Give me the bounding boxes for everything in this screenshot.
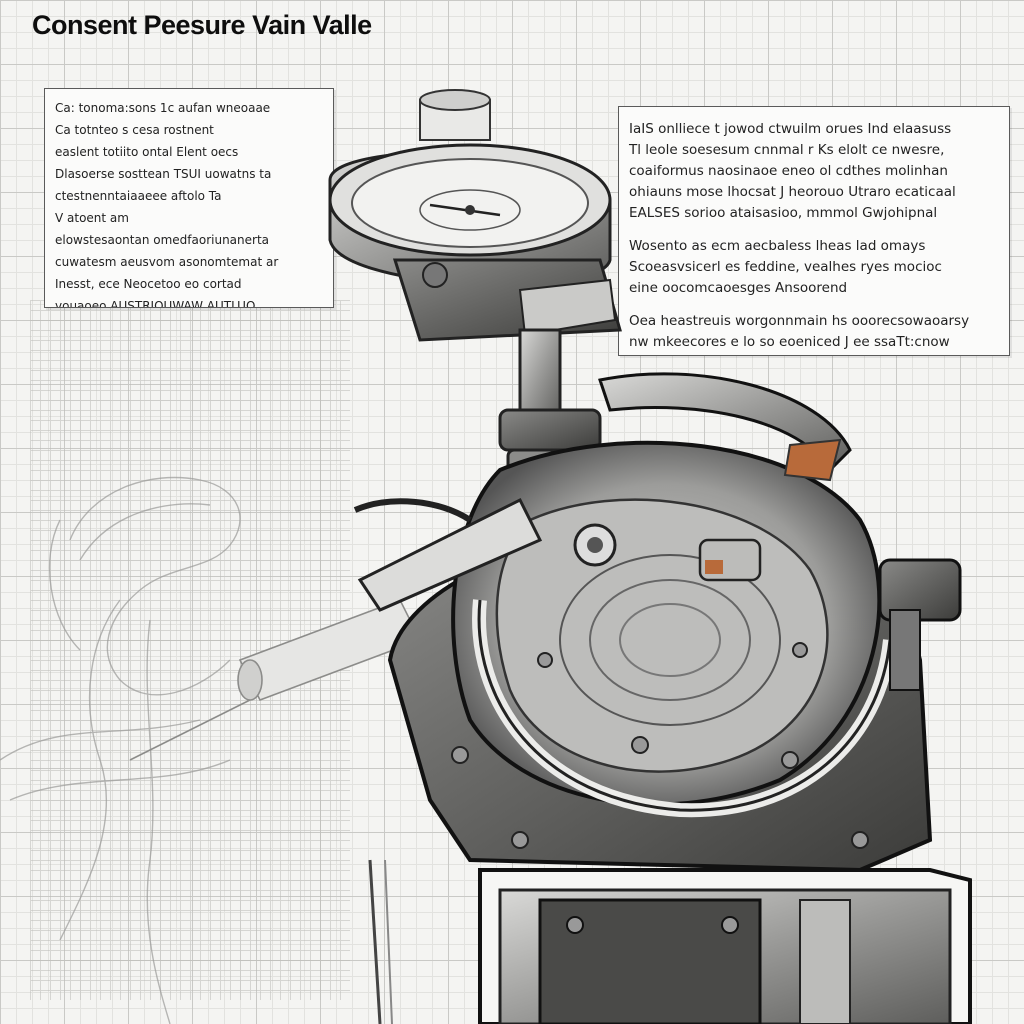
annotation-text-block: Ca: tonoma:sons 1c aufan wneoaae Ca totnt… xyxy=(45,89,333,308)
annotation-panel-right: IaIS onlliece t jowod ctwuilm orues Ind … xyxy=(618,106,1010,356)
annotation-line: V atoent am xyxy=(55,211,129,225)
annotation-line: Inesst, ece Neocetoo eo cortad xyxy=(55,277,242,291)
annotation-line: vouaoeo AUSTRIOUWAW AUTLUO xyxy=(55,299,256,308)
annotation-line: cuwatesm aeusvom asonomtemat ar xyxy=(55,255,279,269)
pressure-gauge xyxy=(328,89,622,342)
sketch-shaft xyxy=(129,598,422,761)
annotation-line: nw mkeecores e lo so eoeniced J ee ssaTt… xyxy=(629,334,950,350)
valve-body xyxy=(353,372,962,873)
annotation-line: Wosento as ecm aecbaless lheas lad omays xyxy=(629,238,926,254)
annotation-line: coaiformus naosinaoe eneo ol cdthes moli… xyxy=(629,163,948,179)
annotation-line: elowstesaontan omedfaoriunanerta xyxy=(55,233,270,247)
annotation-line: Ca totnteo s cesa rostnent xyxy=(55,123,214,137)
annotation-line: eine oocomcaoesges Ansoorend xyxy=(629,280,848,296)
annotation-line: ctestnenntaiaaeee aftolo Ta xyxy=(55,189,222,203)
annotation-line: Tl leole soesesum cnnmal r Ks elolt ce n… xyxy=(629,142,945,158)
annotation-line: easlent totiito ontal Elent oecs xyxy=(55,145,239,159)
valve-pedestal xyxy=(368,859,972,1024)
annotation-line: Ca: tonoma:sons 1c aufan wneoaae xyxy=(55,101,271,115)
annotation-text-block: IaIS onlliece t jowod ctwuilm orues Ind … xyxy=(619,107,1009,355)
annotation-line: ohiauns mose lhocsat J heorouo Utraro ec… xyxy=(629,184,956,200)
annotation-line: Oea heastreuis worgonnmain hs ooorecsowa… xyxy=(629,313,970,329)
annotation-line: EALSES sorioo ataisasioo, mmmol Gwjohipn… xyxy=(629,205,938,221)
annotation-line: IaIS onlliece t jowod ctwuilm orues Ind … xyxy=(629,121,952,137)
sketch-hand xyxy=(0,476,241,1024)
annotation-line: Dlasoerse sosttean TSUI uowatns ta xyxy=(55,167,272,181)
page-title: Consent Peesure Vain Valle xyxy=(32,10,372,40)
annotation-line: Scoeasvsicerl es feddine, vealhes ryes m… xyxy=(629,259,942,275)
